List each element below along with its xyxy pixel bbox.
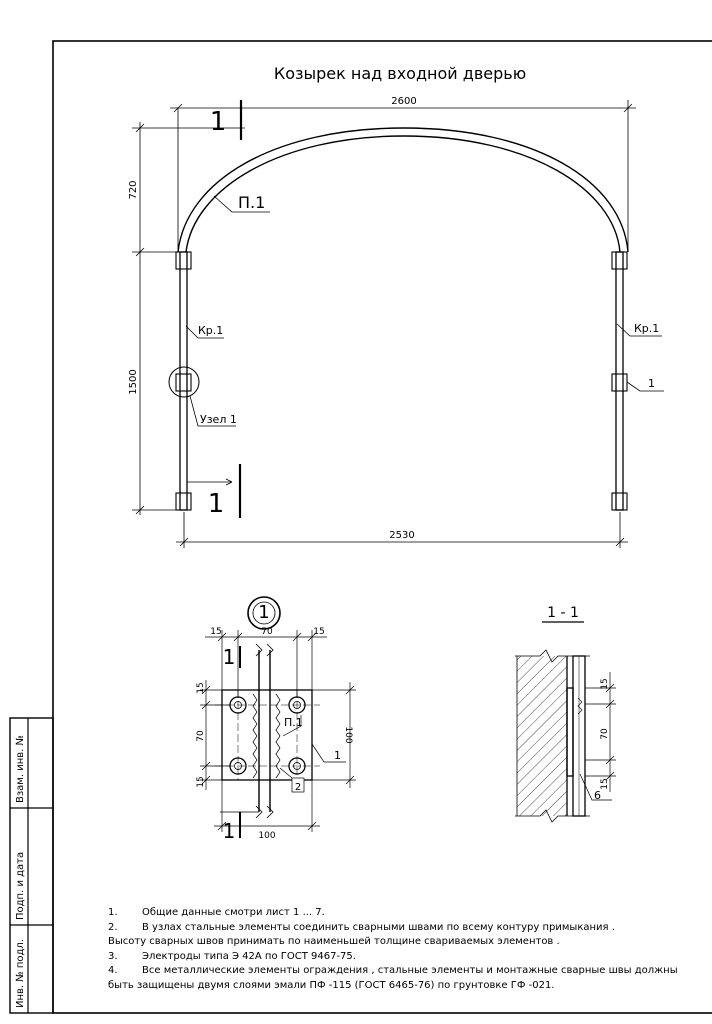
section-anchor-label: 6 [594,789,601,802]
leaders-elevation [185,195,664,427]
plate-right-label: 1 [648,377,655,390]
dim-top-width [170,100,636,250]
plate-left-mid [175,373,192,392]
section-view [515,649,590,823]
note-row: быть защищены двумя слоями эмали ПФ -115… [108,979,555,991]
arch-outer-line [177,127,629,253]
dim-arch-height-label: 720 [128,180,139,199]
weld-right [275,693,281,779]
plate-right-mid [611,373,628,392]
node-marker [247,596,281,630]
node-dim-v-top: 15 [196,682,206,693]
section-cut-bottom [187,464,242,518]
section-cut-bottom-label: 1 [208,489,225,519]
section-dim-mid: 70 [600,728,610,740]
note-row: Высоту сварных швов принимать по наимень… [108,936,560,948]
node-dims-top [205,630,327,698]
dim-post-height-label: 1500 [128,369,139,394]
plate-right-bottom [611,492,628,511]
plate-left-bottom [175,492,192,511]
node-profile [258,650,271,812]
node-dim-width-bottom: 100 [258,831,275,841]
node-cut-bottom-label: 1 [223,819,236,843]
node-leaders [279,715,346,779]
general-notes: 1.Общие данные смотри лист 1 ... 7. 2.В … [108,906,698,994]
plate-left-top [175,251,192,270]
node-dim-width-top: 70 [261,627,273,637]
note-row: 2.В узлах стальные элементы соединить св… [108,921,615,933]
arch-profile-label: П.1 [238,193,265,212]
section-dims [585,672,616,792]
note-row: 4.Все металлические элементы ограждения … [108,965,678,977]
arch-elevation [168,127,629,511]
node-dims-right [214,682,356,832]
dim-top-width-label: 2600 [391,96,416,107]
node-plate [221,689,313,781]
section-dim-bottom: 15 [600,778,610,789]
stamp-replace-label: Взам. инв. № [15,735,26,803]
post-left [179,251,188,511]
post-right-label: Кр.1 [634,322,659,335]
post-right [615,251,624,511]
section-cut-top-label: 1 [210,107,227,137]
node-dims-left [200,680,230,790]
stamp: Инв. № подл. Подп. и дата Взам. инв. № [9,717,54,1014]
node-circle [168,366,200,398]
arch-inner-line [185,135,621,253]
node-weld-label: 2 [295,782,301,793]
note-row: 1.Общие данные смотри лист 1 ... 7. [108,907,325,918]
node-dim-left-offset: 15 [210,627,221,637]
note-row: 3.Электроды типа Э 42А по ГОСТ 9467-75. [108,950,356,962]
sheet-frame [52,40,712,1014]
section-title: 1 - 1 [547,605,579,621]
wall-hatch [517,656,567,816]
section-dim-top: 15 [600,678,610,689]
stamp-sign-label: Подп. и дата [15,852,26,920]
node-cuts [220,646,259,838]
node-plate-label: 1 [334,749,341,762]
weld-left [252,693,258,779]
node-dim-height: 100 [343,726,353,743]
node-dim-v-bottom: 15 [196,776,206,787]
node-label: Узел 1 [200,413,237,426]
plate-right-top [611,251,628,270]
drawing-title: Козырек над входной дверью [274,64,526,83]
node-dim-right-offset: 15 [313,627,324,637]
dim-bottom-width [176,512,628,548]
dim-bottom-width-label: 2530 [389,530,414,541]
node-dim-v-mid: 70 [196,730,206,742]
node-profile-label: П.1 [284,716,303,729]
stamp-inv-label: Инв. № подл. [15,939,26,1008]
section-plate [566,687,574,777]
node-cut-top-label: 1 [223,645,236,669]
node-marker-label: 1 [258,602,269,623]
dim-vertical [132,122,245,515]
post-left-label: Кр.1 [198,324,223,337]
